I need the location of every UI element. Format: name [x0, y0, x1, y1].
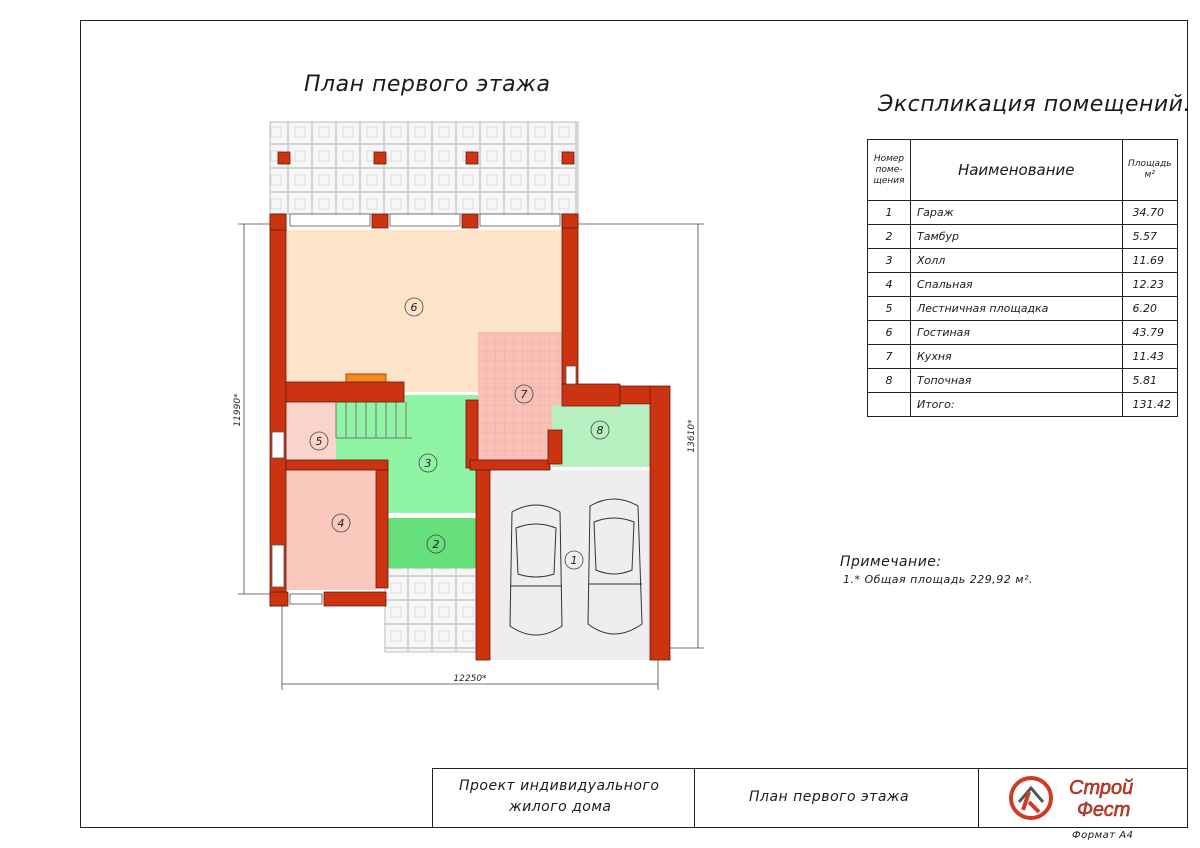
table-total-row: Итого:131.42 — [867, 392, 1178, 417]
dimension-height-left: 11990* — [233, 393, 243, 427]
room-label-1: 1 — [571, 554, 578, 567]
title-block: Проект индивидуального жилого дома План … — [432, 768, 1188, 828]
stair-steps — [335, 402, 412, 439]
project-line-2: жилого дома — [509, 799, 612, 815]
car-right — [587, 498, 643, 635]
logo-text-2: Фест — [1077, 799, 1130, 821]
table-header-row: Номер поме- щения Наименование Площадь м… — [867, 139, 1178, 201]
room-label-6: 6 — [411, 301, 418, 314]
explication-title: Экспликация помещений. — [878, 92, 1191, 117]
walls — [269, 213, 671, 661]
title-block-sheet: План первого этажа — [695, 769, 979, 828]
dimension-lines — [238, 223, 704, 690]
room-5-stair — [286, 402, 336, 460]
drawing-frame — [80, 20, 1188, 828]
room-4-bedroom — [286, 470, 376, 590]
room-label-2: 2 — [433, 538, 440, 551]
windows — [271, 213, 577, 605]
room-label-4: 4 — [338, 517, 345, 530]
header-area: Площадь м² — [1121, 139, 1178, 201]
note-title: Примечание: — [840, 554, 942, 570]
room-1-garage — [488, 470, 650, 660]
header-number: Номер поме- щения — [867, 139, 911, 201]
wall-columns — [277, 151, 575, 165]
room-label-3: 3 — [425, 457, 432, 470]
room-label-5: 5 — [316, 435, 323, 448]
company-logo: Строй Фест — [1009, 776, 1134, 821]
room-label-8: 8 — [597, 424, 604, 437]
car-left — [509, 504, 563, 636]
title-block-project: Проект индивидуального жилого дома — [433, 769, 695, 828]
room-8-boiler — [552, 405, 654, 467]
room-circles — [309, 297, 610, 570]
logo-text-1: Строй — [1069, 777, 1133, 799]
room-2-vestibule — [386, 518, 478, 568]
terrace-top — [269, 121, 579, 215]
logo-emblem-icon — [1009, 776, 1053, 820]
sheet-format: Формат А4 — [1072, 830, 1134, 841]
plan-title: План первого этажа — [304, 72, 551, 97]
dimension-width: 12250* — [453, 674, 487, 684]
sheet-name: План первого этажа — [749, 789, 910, 805]
terrace-entrance — [384, 567, 478, 653]
room-label-7: 7 — [521, 388, 528, 401]
note-line: 1.* Общая площадь 229,92 м². — [843, 573, 1033, 586]
explication-table: Номер поме- щения Наименование Площадь м… — [867, 139, 1178, 417]
header-name: Наименование — [910, 139, 1123, 201]
project-line-1: Проект индивидуального — [459, 778, 660, 794]
dimension-height-right: 13610* — [687, 419, 697, 453]
